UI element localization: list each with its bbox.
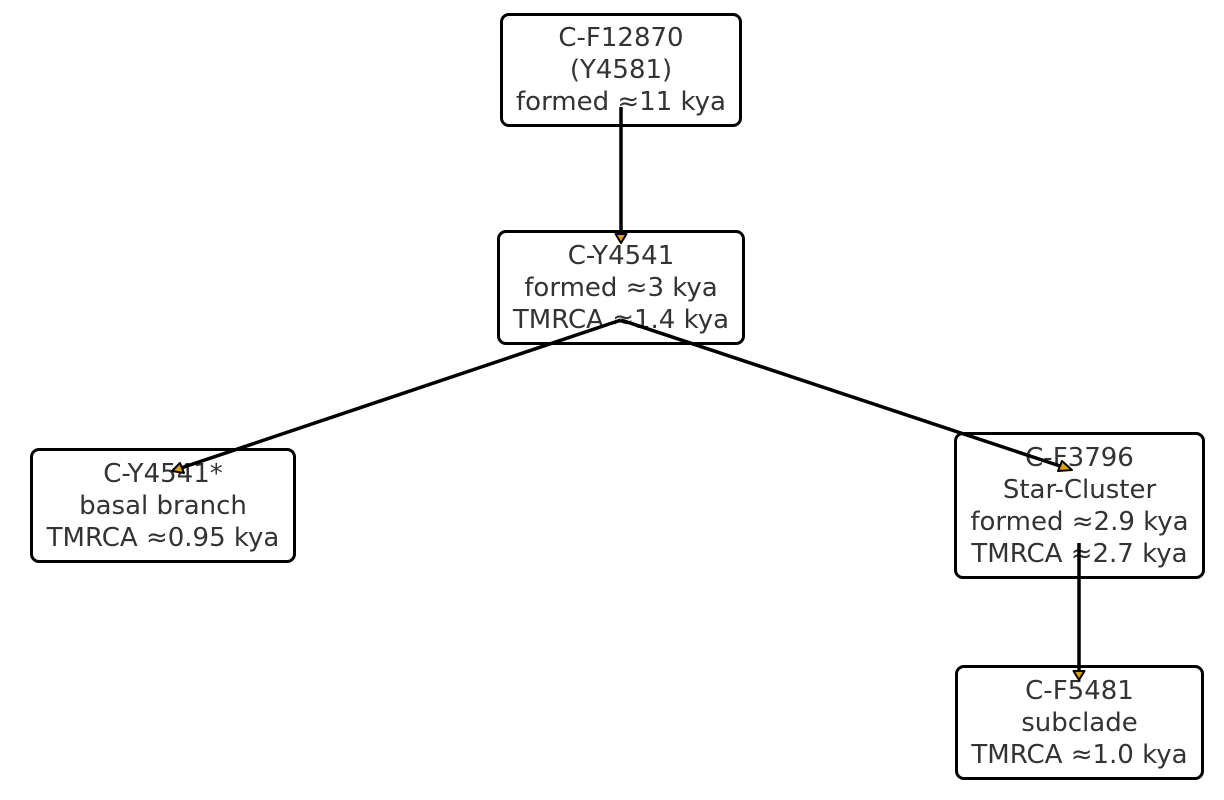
node-label-line: TMRCA ≈0.95 kya	[46, 522, 280, 553]
node-label-line: formed ≈2.9 kya	[970, 506, 1189, 537]
node-c-y4541-basal: C-Y4541* basal branch TMRCA ≈0.95 kya	[30, 448, 296, 563]
node-label-line: formed ≈3 kya	[524, 272, 718, 303]
node-c-f12870: C-F12870 (Y4581) formed ≈11 kya	[500, 13, 742, 127]
node-c-f5481: C-F5481 subclade TMRCA ≈1.0 kya	[955, 665, 1204, 780]
node-label-line: subclade	[1021, 707, 1138, 738]
node-label-line: C-F5481	[1025, 675, 1134, 706]
node-label-line: TMRCA ≈1.4 kya	[512, 304, 730, 335]
node-label-line: (Y4581)	[569, 55, 673, 85]
node-label-line: Star-Cluster	[1002, 474, 1157, 505]
node-label-line: C-F3796	[1025, 442, 1134, 473]
node-label-line: C-Y4541*	[103, 458, 223, 489]
node-label-line: TMRCA ≈1.0 kya	[971, 739, 1188, 770]
node-c-f3796: C-F3796 Star-Cluster formed ≈2.9 kya TMR…	[954, 432, 1205, 579]
node-label-line: TMRCA ≈2.7 kya	[971, 538, 1188, 569]
node-c-y4541: C-Y4541 formed ≈3 kya TMRCA ≈1.4 kya	[497, 230, 745, 345]
edge-n1-n2	[614, 107, 628, 244]
node-label-line: C-Y4541	[567, 240, 675, 271]
node-label-line: basal branch	[79, 490, 247, 521]
node-label-line: formed ≈11 kya	[516, 87, 726, 117]
node-label-line: C-F12870	[558, 23, 684, 53]
